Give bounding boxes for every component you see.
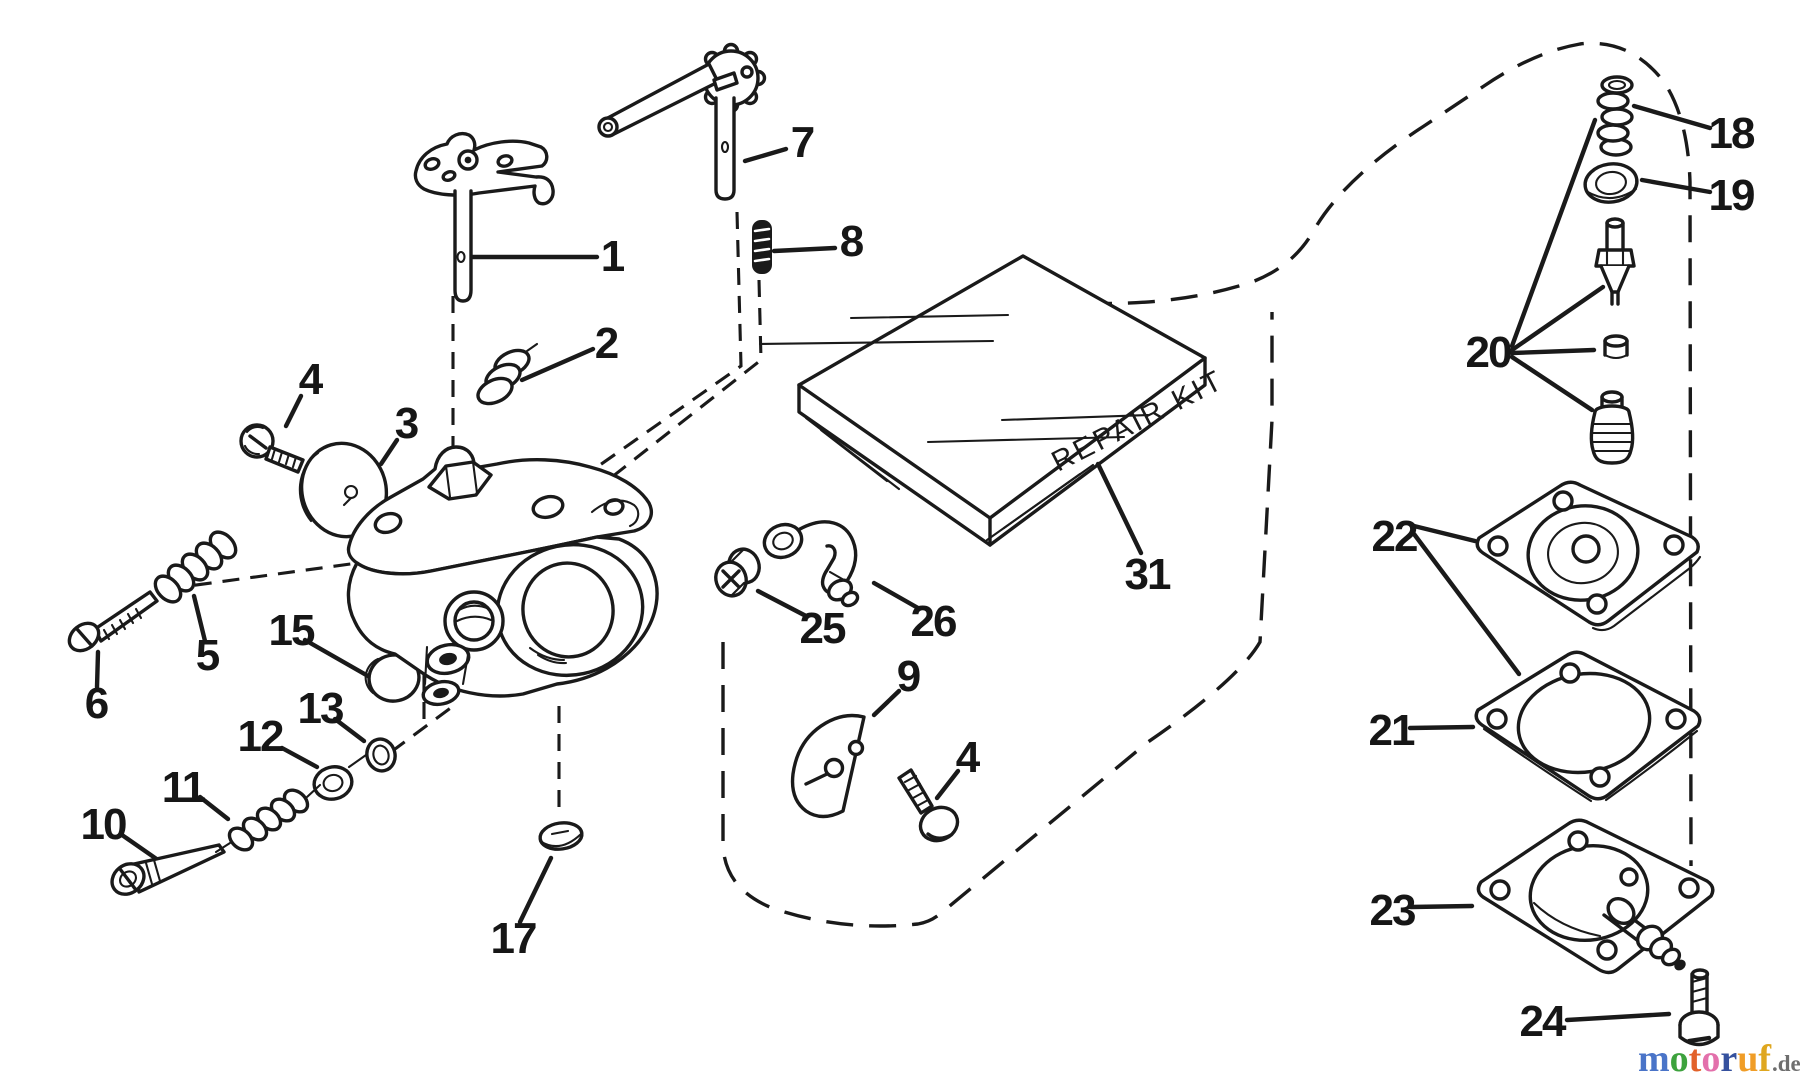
callout-3: 3 — [394, 399, 420, 448]
callout-6: 6 — [84, 679, 110, 728]
part-o-ring — [365, 737, 397, 773]
part-inlet-washer — [1583, 162, 1639, 204]
part-welch-plug — [538, 821, 584, 851]
logo-letter: u — [1737, 1038, 1759, 1080]
callout-17: 17 — [490, 914, 538, 963]
part-elbow-fitting — [762, 520, 860, 608]
logo-suffix: .de — [1771, 1051, 1800, 1076]
logo-letter: t — [1688, 1038, 1702, 1080]
part-idle-spring — [153, 530, 238, 604]
callout-22: 22 — [1371, 512, 1419, 561]
axis-connectors — [214, 753, 368, 854]
callout-31: 31 — [1124, 550, 1172, 599]
callout-25: 25 — [799, 604, 847, 653]
callout-2: 2 — [594, 319, 620, 368]
part-pump-screw — [1678, 968, 1720, 1047]
part-choke-spring — [752, 220, 772, 274]
part-choke-plate — [790, 713, 866, 819]
part-pump-cover — [1475, 480, 1702, 632]
part-choke-shaft — [597, 42, 767, 201]
callout-24: 24 — [1519, 997, 1567, 1046]
callout-9: 9 — [896, 652, 922, 701]
callout-7: 7 — [790, 118, 816, 167]
callout-19: 19 — [1708, 171, 1756, 220]
part-gasket — [1474, 650, 1702, 803]
callout-10: 10 — [80, 800, 128, 849]
part-throttle-shaft — [413, 131, 555, 303]
carburetor-body — [346, 445, 659, 707]
part-inlet-spring — [1596, 75, 1634, 157]
callout-15: 15 — [268, 606, 316, 655]
part-screw-upper — [239, 423, 305, 474]
repair-kit-boundary-line — [721, 41, 1693, 928]
part-washer — [312, 765, 354, 801]
callout-4-lower: 4 — [955, 733, 981, 782]
part-throttle-plate — [298, 441, 389, 539]
leader-lines — [94, 103, 1713, 1023]
callout-23: 23 — [1369, 886, 1417, 935]
callout-4-upper: 4 — [298, 355, 324, 404]
part-screw-lower — [897, 768, 960, 843]
logo-letter: o — [1701, 1038, 1721, 1080]
callout-20: 20 — [1465, 328, 1513, 377]
callout-26: 26 — [910, 597, 958, 646]
part-throttle-spring — [476, 342, 539, 406]
callout-5: 5 — [195, 631, 221, 680]
callout-8: 8 — [839, 217, 865, 266]
callout-12: 12 — [237, 712, 285, 761]
callout-1: 1 — [600, 232, 626, 281]
logo-letter: r — [1720, 1038, 1738, 1080]
part-cup-plug — [364, 653, 421, 703]
logo-letter: m — [1638, 1038, 1670, 1080]
callout-11: 11 — [161, 763, 206, 812]
callout-13: 13 — [297, 684, 345, 733]
part-idle-screw — [67, 590, 159, 653]
part-bushing — [714, 547, 761, 598]
part-diaphragm — [1476, 818, 1715, 975]
logo-letter: o — [1669, 1038, 1689, 1080]
part-needle-spring — [227, 788, 310, 852]
logo-letter: f — [1758, 1038, 1771, 1080]
callout-21: 21 — [1368, 706, 1416, 755]
repair-kit-box: REPAIR KIT — [758, 254, 1230, 547]
part-adjusting-needle — [110, 843, 226, 896]
part-inlet-needle-seat — [1589, 217, 1636, 465]
callout-18: 18 — [1708, 109, 1756, 158]
